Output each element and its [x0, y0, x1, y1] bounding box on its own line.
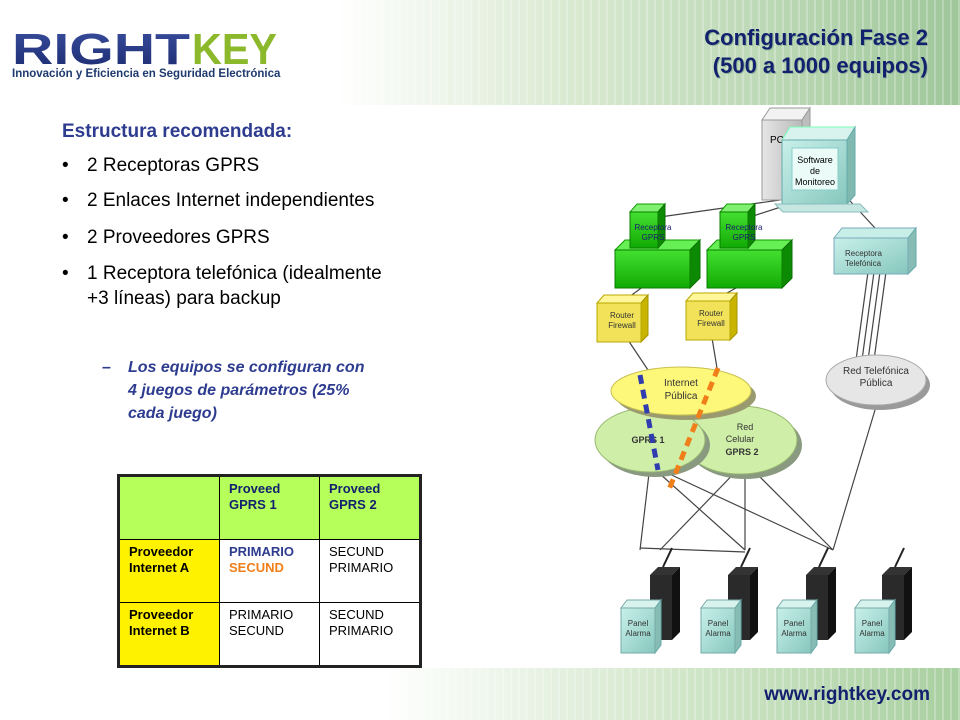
panel-label: Panel [784, 619, 805, 628]
section-subtitle: Estructura recomendada: [62, 121, 293, 142]
panel-label: Panel [708, 619, 729, 628]
svg-text:Firewall: Firewall [697, 319, 725, 328]
router-firewall-2: Router Firewall [684, 291, 739, 342]
receptora-label: Receptora [726, 223, 763, 232]
svg-text:Monitoreo: Monitoreo [795, 177, 835, 187]
red-tel-label: Red Telefónica [843, 366, 909, 377]
page-title: Configuración Fase 2 (500 a 1000 equipos… [704, 24, 928, 80]
footer-url[interactable]: www.rightkey.com [764, 684, 930, 705]
svg-text:Firewall: Firewall [608, 321, 636, 330]
panel-label: Panel [628, 619, 649, 628]
svg-text:Celular: Celular [726, 434, 755, 444]
pc-label: PC [770, 135, 784, 146]
receptora-gprs-2: Receptora GPRS [705, 202, 794, 290]
panel-alarma-4: Panel Alarma [854, 547, 912, 655]
logo-tagline: Innovación y Eficiencia en Seguridad Ele… [12, 68, 281, 80]
logo-wordmark-key: KEY [192, 28, 277, 74]
receptora-gprs-1: Receptora GPRS [613, 202, 702, 290]
dashed-path-orange [665, 367, 721, 493]
monitor-icon: Software de Monitoreo [773, 125, 870, 213]
svg-text:GPRS: GPRS [733, 233, 756, 242]
svg-text:Alarma: Alarma [781, 629, 807, 638]
panel-alarma-3: Panel Alarma [776, 547, 836, 655]
svg-text:Pública: Pública [665, 391, 698, 402]
panel-label: Panel [862, 619, 883, 628]
header-background [0, 0, 960, 105]
receptora-tel-label: Receptora [845, 249, 882, 258]
internet-publica: Internet Pública [610, 366, 756, 420]
table-corner-cell [118, 475, 220, 540]
gprs1-label: GPRS 1 [631, 435, 664, 445]
receptora-telefonica: Receptora Telefónica [832, 226, 918, 276]
software-label: Software [797, 155, 833, 165]
svg-text:Alarma: Alarma [625, 629, 651, 638]
logo-wordmark-right: RIGHT [12, 28, 190, 74]
svg-text:Pública: Pública [860, 378, 893, 389]
router-label: Router [699, 309, 723, 318]
panel-alarma-1: Panel Alarma [620, 547, 680, 655]
router-label: Router [610, 311, 634, 320]
svg-text:Alarma: Alarma [705, 629, 731, 638]
footer-background [0, 668, 960, 720]
svg-text:de: de [810, 166, 820, 176]
red-telefonica-publica: Red Telefónica Pública [825, 354, 930, 410]
title-line-2: (500 a 1000 equipos) [712, 53, 928, 78]
panel-alarma-2: Panel Alarma [700, 547, 758, 655]
title-line-1: Configuración Fase 2 [704, 25, 928, 50]
dashed-path-blue [637, 374, 661, 471]
red-celular-gprs-2: Red Celular GPRS 2 [682, 405, 802, 479]
receptora-label: Receptora [635, 223, 672, 232]
svg-text:Telefónica: Telefónica [845, 259, 882, 268]
red-celular-label: Red [737, 422, 754, 432]
svg-text:Alarma: Alarma [859, 629, 885, 638]
rightkey-logo: RIGHT KEY [12, 28, 277, 74]
internet-label: Internet [664, 378, 698, 389]
router-firewall-1: Router Firewall [595, 293, 650, 344]
svg-text:GPRS: GPRS [642, 233, 665, 242]
svg-text:GPRS 2: GPRS 2 [725, 447, 758, 457]
